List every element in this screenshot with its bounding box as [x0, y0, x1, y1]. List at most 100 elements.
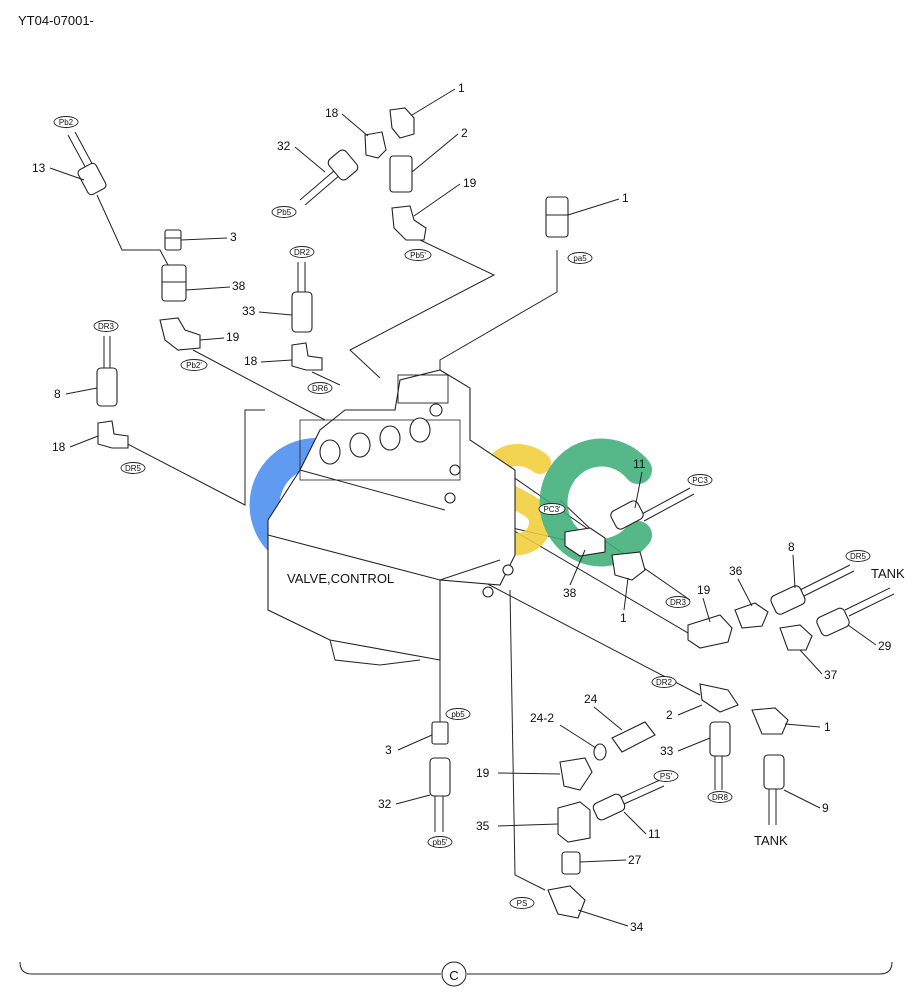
elbow-1c-icon — [751, 707, 789, 735]
callout-13: 13 — [32, 161, 46, 175]
callout-19: 19 — [697, 583, 711, 597]
callout-leaders — [49, 88, 877, 927]
callout-24: 24 — [584, 692, 598, 706]
callout-36: 36 — [729, 564, 743, 578]
callout-8: 8 — [54, 387, 61, 401]
callout-1: 1 — [620, 611, 627, 625]
callout-32: 32 — [277, 139, 291, 153]
svg-text:pa5: pa5 — [573, 254, 587, 263]
o-ring-24-2-icon — [593, 743, 607, 761]
callout-2: 2 — [461, 126, 468, 140]
callout-3: 3 — [385, 743, 392, 757]
callout-9: 9 — [822, 801, 829, 815]
callout-2: 2 — [666, 708, 673, 722]
elbow-19b-icon — [391, 205, 427, 241]
callout-1: 1 — [458, 81, 465, 95]
elbow-37-icon — [779, 624, 813, 651]
hose-33-icon — [291, 262, 313, 333]
svg-text:DR8: DR8 — [712, 793, 729, 802]
port-tag-dr2: DR2 — [289, 246, 315, 258]
elbow-19c-icon — [687, 614, 733, 649]
callout-19: 19 — [226, 330, 240, 344]
callout-34: 34 — [630, 920, 644, 934]
port-tag-pb2: Pb2 — [53, 116, 79, 128]
port-tag-dr8: DR8 — [707, 791, 733, 803]
svg-text:DR3: DR3 — [98, 322, 115, 331]
hose-13-icon — [67, 131, 107, 196]
adapter-2b-icon — [699, 683, 739, 713]
callout-8: 8 — [788, 540, 795, 554]
tank-label: TANK — [754, 833, 788, 848]
port-tag-dr5: DR5 — [120, 462, 146, 474]
hose-9-icon — [763, 754, 785, 825]
callout-3: 3 — [230, 230, 237, 244]
svg-text:DR3: DR3 — [670, 598, 687, 607]
callout-38: 38 — [232, 279, 246, 293]
callout-1: 1 — [622, 191, 629, 205]
svg-text:Pb2': Pb2' — [186, 361, 202, 370]
callout-35: 35 — [476, 819, 490, 833]
callout-24-2: 24-2 — [530, 711, 554, 725]
hose-8b-icon — [770, 564, 855, 615]
elbow-18b-icon — [291, 342, 323, 371]
svg-text:PC3: PC3 — [692, 476, 708, 485]
port-tag-pb5: Pb5 — [271, 206, 297, 218]
tee-36-icon — [734, 602, 769, 629]
svg-text:PC3': PC3' — [543, 505, 561, 514]
hose-29-icon — [816, 587, 895, 637]
callout-1: 1 — [824, 720, 831, 734]
plug-3b-icon — [431, 721, 449, 745]
callout-19: 19 — [476, 766, 490, 780]
port-tag-pb2-prime: Pb2' — [180, 359, 208, 371]
svg-text:PS: PS — [517, 899, 528, 908]
callout-29: 29 — [878, 639, 892, 653]
block-35-icon — [557, 801, 591, 843]
callout-32: 32 — [378, 797, 392, 811]
svg-text:Pb5': Pb5' — [410, 251, 426, 260]
callout-37: 37 — [824, 668, 838, 682]
sensor-24-icon — [611, 721, 656, 753]
callout-19: 19 — [463, 176, 477, 190]
svg-text:DR5: DR5 — [125, 464, 142, 473]
svg-text:DR6: DR6 — [312, 384, 329, 393]
plug-27-icon — [561, 851, 581, 875]
port-tag-pa5: pa5 — [567, 252, 593, 264]
watermark-letter-s — [477, 444, 552, 556]
hose-11b-icon — [592, 779, 665, 821]
elbow-1b-icon — [611, 551, 646, 581]
section-mark: C — [449, 968, 458, 983]
svg-text:Pb2: Pb2 — [59, 118, 74, 127]
footer-bracket: C — [19, 961, 893, 987]
elbow-1-icon — [389, 107, 415, 139]
callout-27: 27 — [628, 853, 642, 867]
svg-text:DR5: DR5 — [850, 552, 867, 561]
callout-33: 33 — [242, 304, 256, 318]
port-tag-dr6: DR6 — [307, 382, 333, 394]
tank-label: TANK — [871, 566, 905, 581]
watermark-letter-c2 — [539, 438, 652, 567]
svg-text:PS': PS' — [660, 772, 673, 781]
plug-1-icon — [545, 196, 569, 238]
callout-numbers: 1 18 2 32 19 1 13 3 38 19 33 18 8 18 11 … — [32, 81, 892, 934]
adapter-2-icon — [389, 155, 413, 193]
port-tags: Pb2 Pb5 Pb5' pa5 DR2 Pb2' DR6 DR3 DR5 PC… — [53, 116, 871, 909]
port-tag-ps-prime: PS' — [653, 770, 679, 782]
hose-11-icon — [610, 487, 695, 530]
control-valve-body: VALVE,CONTROL — [267, 369, 516, 666]
callout-18: 18 — [244, 354, 258, 368]
hose-32-icon — [299, 149, 359, 206]
elbow-18-icon — [97, 420, 129, 449]
port-tag-ps: PS — [509, 897, 535, 909]
svg-text:pb5': pb5' — [433, 838, 448, 847]
svg-text:DR2: DR2 — [656, 678, 673, 687]
hose-8-icon — [96, 336, 118, 407]
hose-33b-icon — [709, 721, 731, 790]
elbow-34-icon — [547, 885, 586, 919]
port-tag-pc3-prime: PC3' — [538, 503, 566, 515]
svg-text:Pb5: Pb5 — [277, 208, 292, 217]
callout-18: 18 — [52, 440, 66, 454]
port-tag-dr3: DR3 — [93, 320, 119, 332]
port-tag-dr2b: DR2 — [651, 676, 677, 688]
